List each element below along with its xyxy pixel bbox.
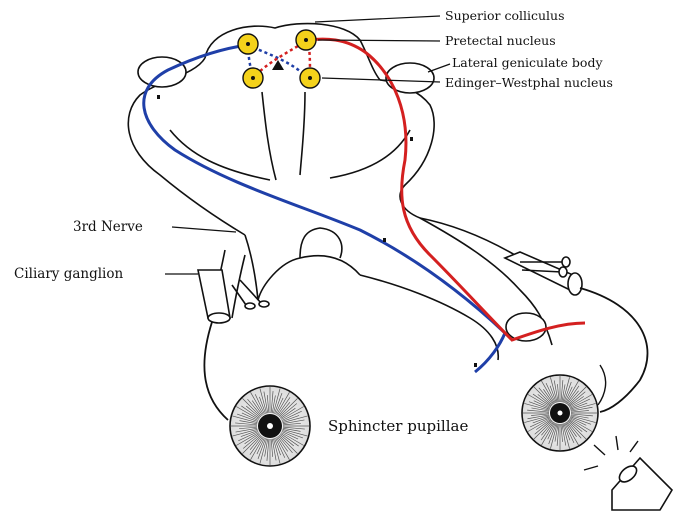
brain-outline bbox=[128, 24, 552, 360]
label-lateral-geniculate-body: Lateral geniculate body bbox=[452, 55, 603, 70]
left-eye bbox=[230, 386, 310, 466]
right-optic-nerve-end bbox=[506, 313, 546, 341]
flashlight-icon bbox=[612, 458, 672, 510]
label-ciliary-ganglion: Ciliary ganglion bbox=[14, 266, 123, 282]
direction-ticks bbox=[157, 95, 477, 367]
label-superior-colliculus: Superior colliculus bbox=[445, 8, 565, 23]
efferent-right-lower bbox=[598, 365, 606, 405]
label-edinger-westphal-nucleus: Edinger–Westphal nucleus bbox=[445, 75, 613, 90]
afferent-blue-path bbox=[144, 45, 505, 372]
efferent-left bbox=[204, 322, 228, 420]
label-pretectal-nucleus: Pretectal nucleus bbox=[445, 33, 556, 48]
label-third-nerve: 3rd Nerve bbox=[73, 219, 143, 235]
right-eye bbox=[522, 375, 598, 451]
light-rays bbox=[584, 436, 638, 470]
label-sphincter-pupillae: Sphincter pupillae bbox=[328, 417, 468, 435]
right-ciliary-structure bbox=[505, 252, 582, 295]
